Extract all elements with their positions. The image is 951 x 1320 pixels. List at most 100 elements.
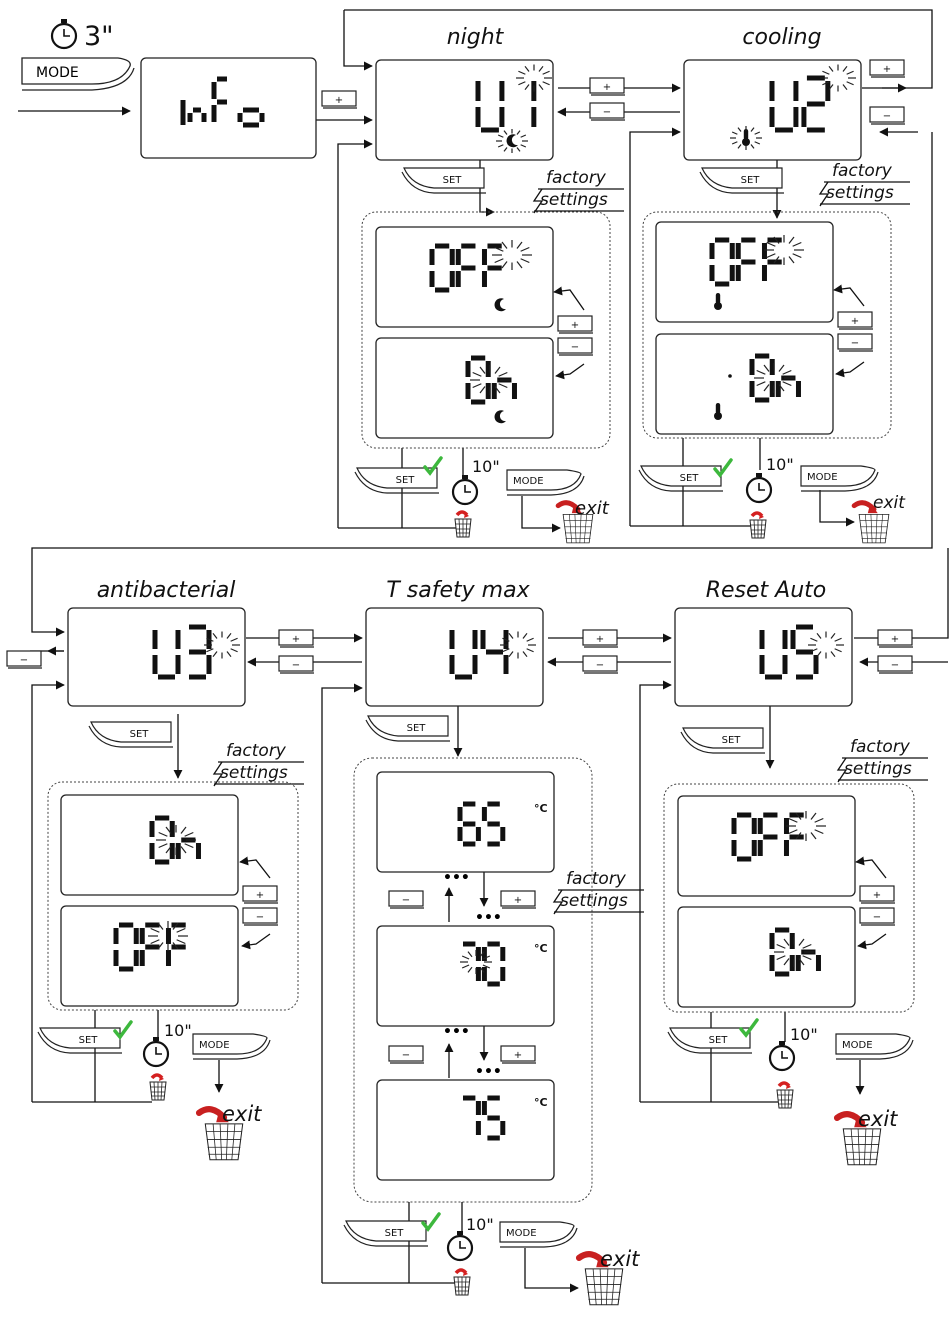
info-plus-button-face[interactable] — [321, 90, 357, 107]
reset-auto-set-button-face[interactable] — [682, 727, 764, 749]
night-minus-button[interactable]: − — [589, 102, 625, 121]
tsafety-70-minus-button-face[interactable] — [388, 1045, 424, 1062]
button-shadow — [507, 475, 585, 496]
antibacterial-confirm-set-button[interactable]: SET — [37, 1027, 122, 1054]
tsafety-confirm-set-button[interactable]: SET — [343, 1220, 428, 1247]
cooling-opt-plus-button[interactable]: + — [837, 311, 873, 330]
night-opt-minus-button[interactable]: − — [557, 337, 593, 356]
button-label: + — [571, 320, 579, 331]
cooling-plus-button-face[interactable] — [869, 59, 905, 76]
blink-ray — [542, 70, 550, 75]
reset-auto-timer-label: 10" — [790, 1025, 818, 1044]
antibacterial-plus-button-face[interactable] — [278, 629, 314, 646]
reset-auto-set-button[interactable]: SET — [680, 727, 765, 754]
reset-auto-opt-plus-button-face[interactable] — [859, 885, 895, 902]
cooling-minus-button[interactable]: − — [869, 106, 905, 125]
cooling-mode-button[interactable]: MODE — [800, 465, 879, 492]
reset-auto-minus-button[interactable]: − — [877, 655, 913, 674]
cooling-opt-plus-button-face[interactable] — [837, 311, 873, 328]
tsafety-confirm-set-button-face[interactable] — [345, 1220, 427, 1242]
tsafety-65-minus-button-face[interactable] — [388, 890, 424, 907]
tsafety-mode-button-face[interactable] — [499, 1221, 575, 1243]
button-label: + — [514, 895, 522, 906]
antibacterial-opt-plus-button[interactable]: + — [242, 885, 278, 904]
antibacterial-plus-button[interactable]: + — [278, 629, 314, 648]
antibacterial-minus-button[interactable]: − — [278, 655, 314, 674]
night-opt-plus-button[interactable]: + — [557, 315, 593, 334]
tsafety-70-minus-button[interactable]: − — [388, 1045, 424, 1064]
blink-ray — [810, 637, 818, 642]
button-label: + — [851, 316, 859, 327]
antibacterial-set-button-face[interactable] — [90, 721, 172, 743]
antibacterial-minus-button-face[interactable] — [278, 655, 314, 672]
tsafety-65-plus-button-face[interactable] — [500, 890, 536, 907]
night-minus-button-face[interactable] — [589, 102, 625, 119]
reset-auto-mode-button[interactable]: MODE — [835, 1033, 914, 1060]
night-set-button-face[interactable] — [403, 167, 485, 189]
blink-ray — [497, 144, 504, 148]
night-opt-minus-button-face[interactable] — [557, 337, 593, 354]
night-mode-button-face[interactable] — [506, 469, 582, 491]
antibacterial-opt-plus-button-face[interactable] — [242, 885, 278, 902]
antibacterial-opt-minus-button[interactable]: − — [242, 907, 278, 926]
antibacterial-mode-button-face[interactable] — [192, 1033, 268, 1055]
antibacterial-mode-button[interactable]: MODE — [192, 1033, 271, 1060]
tsafety-plus-button[interactable]: + — [582, 629, 618, 648]
flow-line — [524, 1248, 579, 1293]
antibacterial-title: antibacterial — [97, 578, 236, 603]
tsafety-minus-button[interactable]: − — [582, 655, 618, 674]
blink-ray — [846, 70, 854, 75]
intro-mode-button[interactable]: MODE — [21, 57, 135, 91]
tsafety-70-plus-button[interactable]: + — [500, 1045, 536, 1064]
tsafety-plus-button-face[interactable] — [582, 629, 618, 646]
tsafety-mode-button[interactable]: MODE — [499, 1221, 578, 1248]
night-confirm-set-button-face[interactable] — [356, 467, 438, 489]
blink-ray — [756, 369, 766, 375]
cooling-set-button[interactable]: SET — [699, 167, 784, 194]
cooling-mode-button-face[interactable] — [800, 465, 876, 487]
reset-auto-minus-button-face[interactable] — [877, 655, 913, 672]
blink-ray — [842, 65, 848, 72]
cooling-confirm-set-button[interactable]: SET — [638, 465, 723, 492]
antibacterial-confirm-set-button-face[interactable] — [39, 1027, 121, 1049]
button-label: + — [514, 1050, 522, 1061]
button-shadow — [401, 171, 486, 194]
reset-auto-mode-button-face[interactable] — [835, 1033, 911, 1055]
tsafety-set-button-face[interactable] — [367, 715, 449, 737]
intro-mode-face[interactable] — [21, 57, 131, 85]
cooling-timer-label: 10" — [766, 455, 794, 474]
antibacterial-left-minus-button[interactable]: − — [6, 650, 42, 669]
reset-auto-confirm-set-button[interactable]: SET — [667, 1027, 752, 1054]
blink-ray — [518, 81, 526, 86]
tsafety-minus-button-face[interactable] — [582, 655, 618, 672]
night-opt-plus-button-face[interactable] — [557, 315, 593, 332]
antibacterial-opt-minus-button-face[interactable] — [242, 907, 278, 924]
blink-ray — [798, 958, 805, 966]
cooling-confirm-set-button-face[interactable] — [640, 465, 722, 487]
tsafety-70-plus-button-face[interactable] — [500, 1045, 536, 1062]
info-plus-button[interactable]: + — [321, 90, 357, 109]
reset-auto-plus-button[interactable]: + — [877, 629, 913, 648]
tsafety-set-button[interactable]: SET — [365, 715, 450, 742]
antibacterial-set-button[interactable]: SET — [88, 721, 173, 748]
night-mode-button[interactable]: MODE — [506, 469, 585, 496]
antibacterial-timer-icon — [142, 1035, 170, 1068]
cooling-opt-minus-button-face[interactable] — [837, 333, 873, 350]
reset-auto-opt-minus-button-face[interactable] — [859, 907, 895, 924]
cooling-opt-minus-button[interactable]: − — [837, 333, 873, 352]
night-set-button[interactable]: SET — [401, 167, 486, 194]
reset-auto-confirm-set-button-face[interactable] — [669, 1027, 751, 1049]
night-plus-button-face[interactable] — [589, 77, 625, 94]
night-confirm-set-button[interactable]: SET — [354, 467, 439, 494]
tsafety-65-minus-button[interactable]: − — [388, 890, 424, 909]
night-plus-button[interactable]: + — [589, 77, 625, 96]
reset-auto-opt-minus-button[interactable]: − — [859, 907, 895, 926]
antibacterial-left-minus-button-face[interactable] — [6, 650, 42, 667]
cooling-set-button-face[interactable] — [701, 167, 783, 189]
tsafety-65-plus-button[interactable]: + — [500, 890, 536, 909]
flow-line — [337, 139, 373, 528]
cooling-plus-button[interactable]: + — [869, 59, 905, 78]
cooling-minus-button-face[interactable] — [869, 106, 905, 123]
reset-auto-plus-button-face[interactable] — [877, 629, 913, 646]
reset-auto-opt-plus-button[interactable]: + — [859, 885, 895, 904]
